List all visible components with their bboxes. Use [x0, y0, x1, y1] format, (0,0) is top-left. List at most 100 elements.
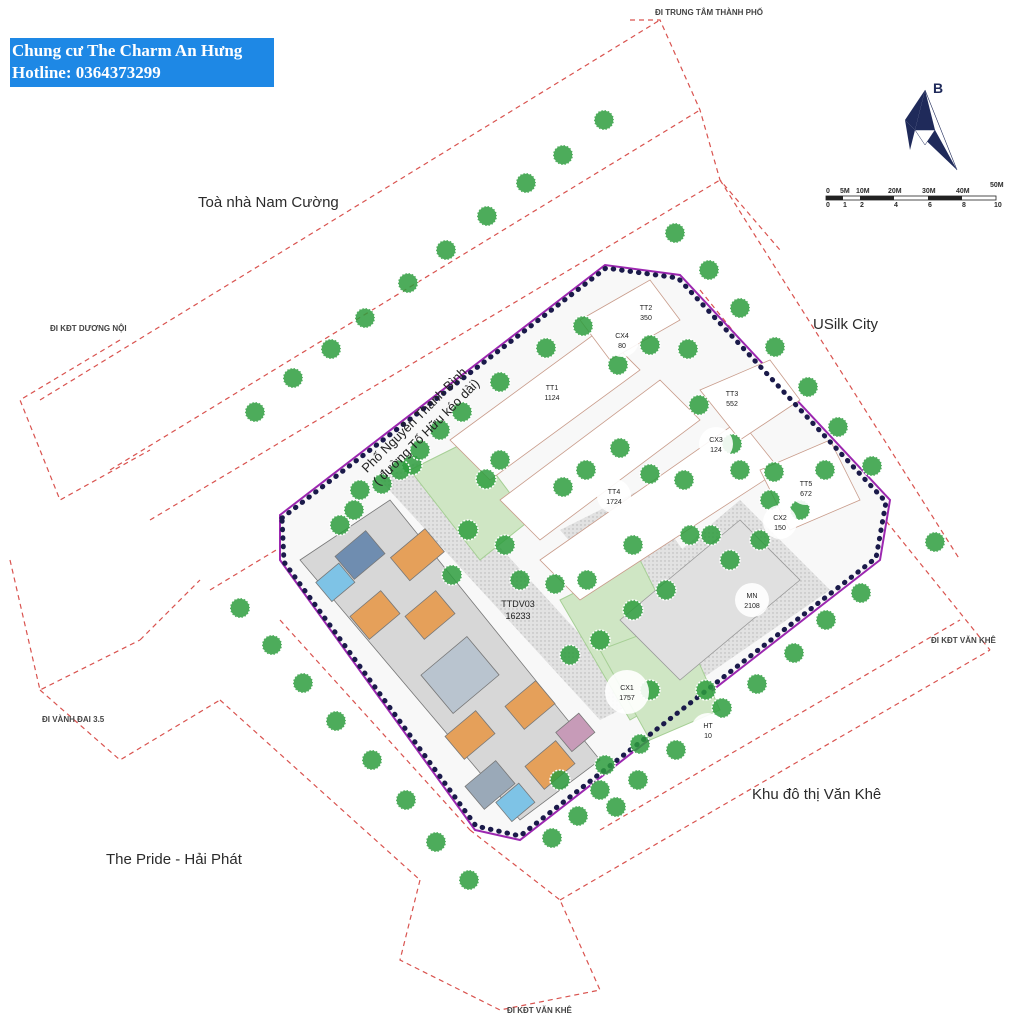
scale-bottom-label: 10 [994, 202, 1002, 209]
plot-area-value: 80 [618, 343, 626, 350]
tree-icon [622, 534, 644, 556]
scale-bottom-label: 4 [894, 202, 898, 209]
tree-icon [389, 459, 411, 481]
plot-code: TTDV03 [501, 599, 535, 609]
tree-icon [451, 401, 473, 423]
tree-icon [673, 469, 695, 491]
compass-icon [905, 89, 958, 171]
tree-icon [861, 455, 883, 477]
tree-icon [575, 459, 597, 481]
tree-icon [605, 796, 627, 818]
tree-icon [679, 524, 701, 546]
plot-area-value: 672 [800, 491, 812, 498]
tree-icon [549, 769, 571, 791]
tree-icon [475, 468, 497, 490]
scale-bottom-label: 8 [962, 202, 966, 209]
tree-icon [292, 672, 314, 694]
tree-icon [494, 534, 516, 556]
scale-bottom-label: 2 [860, 202, 864, 209]
tree-icon [343, 499, 365, 521]
tree-icon [700, 524, 722, 546]
tree-icon [746, 673, 768, 695]
direction-van-khe-right: ĐI KĐT VĂN KHÊ [931, 636, 996, 645]
direction-duong-noi: ĐI KĐT DƯƠNG NỘI [50, 324, 127, 333]
plot-area-value: 16233 [505, 611, 530, 621]
label-nam-cuong: Toà nhà Nam Cường [198, 194, 339, 211]
tree-icon [325, 710, 347, 732]
plot-area-value: 2108 [744, 603, 760, 610]
tree-icon [429, 419, 451, 441]
tree-icon [594, 754, 616, 776]
scale-top-label: 10M [856, 188, 870, 195]
tree-icon [763, 461, 785, 483]
plot-code: TT5 [800, 481, 813, 488]
tree-icon [457, 519, 479, 541]
tree-icon [698, 259, 720, 281]
tree-icon [229, 597, 251, 619]
tree-icon [729, 459, 751, 481]
label-van-khe: Khu đô thị Văn Khê [752, 786, 882, 803]
tree-icon [815, 609, 837, 631]
tree-icon [629, 733, 651, 755]
tree-icon [320, 338, 342, 360]
plot-code: TT2 [640, 305, 653, 312]
tree-icon [589, 629, 611, 651]
tree-icon [329, 514, 351, 536]
banner-hotline: Hotline: 0364373299 [12, 63, 161, 82]
plot-code: TT1 [546, 385, 559, 392]
tree-icon [711, 697, 733, 719]
site-boundary-dots [279, 265, 889, 839]
plot-area-value: 350 [640, 315, 652, 322]
tree-icon [458, 869, 480, 891]
tree-icon [924, 531, 946, 553]
scale-top-label: 5M [840, 188, 850, 195]
tree-icon [719, 549, 741, 571]
tree-icon [664, 222, 686, 244]
direction-trung-tam: ĐI TRUNG TÂM THÀNH PHỐ [655, 8, 763, 17]
plot-code: CX3 [709, 437, 723, 444]
plot-ttdv03: TTDV03 16233 [501, 599, 535, 621]
tree-icon [607, 354, 629, 376]
tree-icon [576, 569, 598, 591]
tree-icon [797, 376, 819, 398]
tree-icon [783, 642, 805, 664]
scale-top-label: 50M [990, 182, 1004, 189]
tree-icon [567, 805, 589, 827]
tree-icon [515, 172, 537, 194]
tree-icon [435, 239, 457, 261]
tree-icon [552, 476, 574, 498]
scale-bottom-label: 6 [928, 202, 932, 209]
tree-icon [544, 573, 566, 595]
plot-code: TT3 [726, 391, 739, 398]
tree-icon [349, 479, 371, 501]
plot-area-value: 1724 [606, 499, 622, 506]
tree-icon [764, 336, 786, 358]
tree-icon [552, 144, 574, 166]
tree-icon [749, 529, 771, 551]
tree-icon [627, 769, 649, 791]
scale-bottom-label: 1 [843, 202, 847, 209]
banner-title: Chung cư The Charm An Hưng [12, 41, 243, 60]
tree-icon [541, 827, 563, 849]
plot-area-value: 150 [774, 525, 786, 532]
tree-icon [559, 644, 581, 666]
tree-icon [489, 449, 511, 471]
label-the-pride: The Pride - Hải Phát [106, 851, 242, 868]
plot-code: HT [703, 723, 713, 730]
tree-icon [655, 579, 677, 601]
tree-icon [395, 789, 417, 811]
scale-bar [825, 195, 997, 201]
tree-icon [425, 831, 447, 853]
tree-icon [572, 315, 594, 337]
